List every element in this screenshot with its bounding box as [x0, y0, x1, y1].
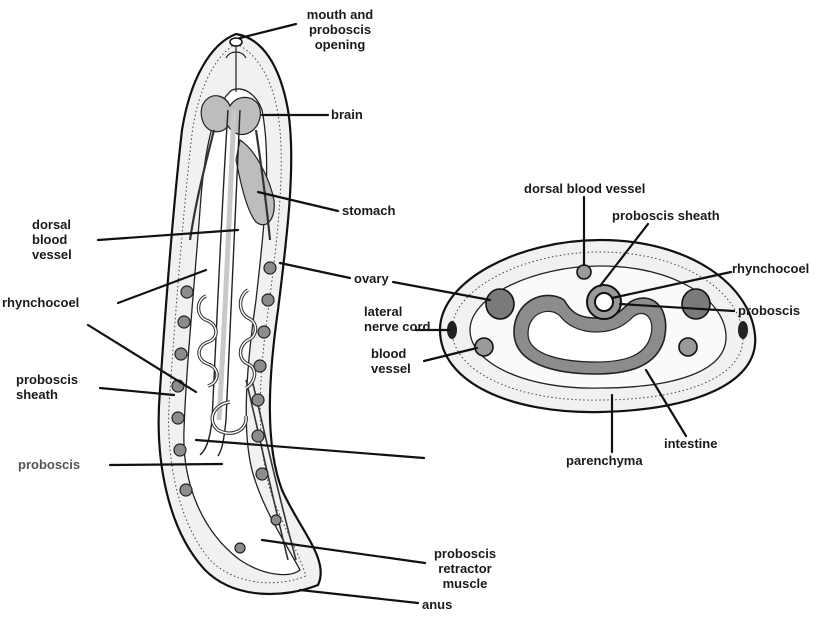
label-dorsal-blood-vessel-right: dorsal blood vessel [524, 181, 645, 196]
label-anus: anus [422, 597, 452, 612]
label-parenchyma: parenchyma [566, 453, 643, 468]
ovary-right [682, 289, 710, 319]
label-proboscis-sheath-right: proboscis sheath [612, 208, 720, 223]
label-intestine: intestine [664, 436, 717, 451]
label-ovary: ovary [354, 271, 389, 286]
rhynchocoel-lumen [595, 293, 613, 311]
label-rhynchocoel-left: rhynchocoel [2, 295, 79, 310]
ovary-left [486, 289, 514, 319]
label-stomach: stomach [342, 203, 396, 218]
blood-vessel-left [475, 338, 493, 356]
label-proboscis-right: proboscis [738, 303, 800, 318]
label-proboscis-left: proboscis [18, 457, 80, 472]
label-rhynchocoel-right: rhynchocoel [732, 261, 809, 276]
dorsal-vessel-section [577, 265, 591, 279]
blood-vessel-right [679, 338, 697, 356]
cross-section [440, 240, 755, 412]
label-brain: brain [331, 107, 363, 122]
nerve-cord-right [738, 321, 748, 339]
